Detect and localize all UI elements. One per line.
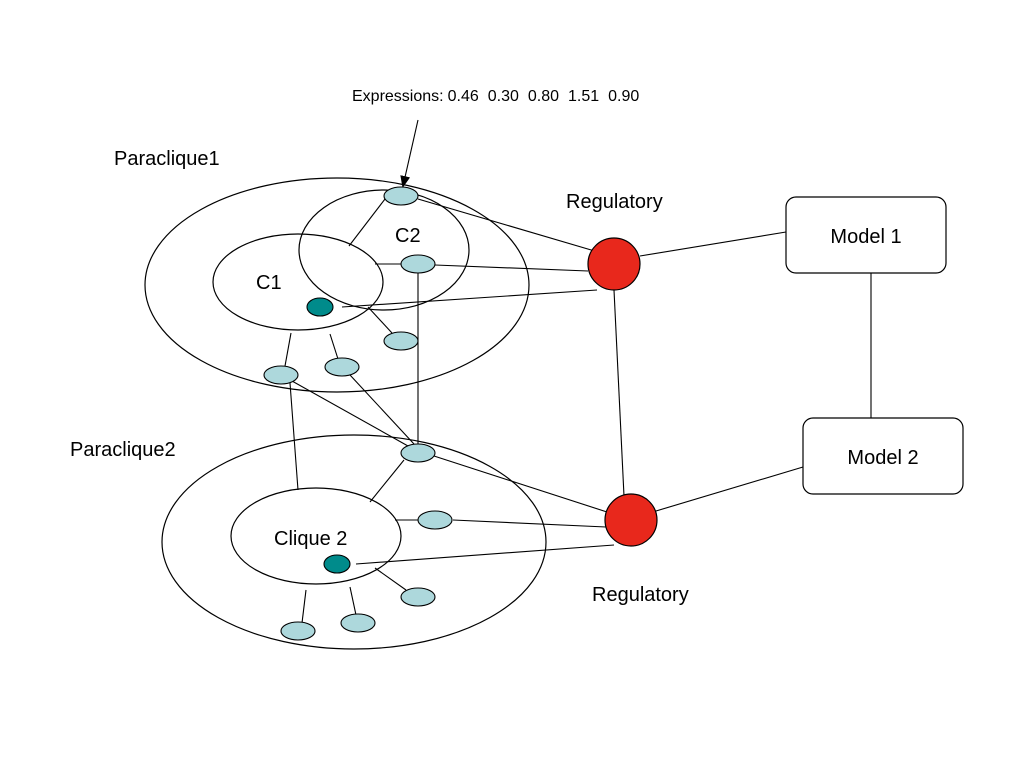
edge: [348, 198, 386, 247]
model1-box: [785, 196, 947, 274]
edge: [329, 333, 339, 360]
regulatory-node-top: [587, 237, 641, 291]
edge: [349, 374, 415, 445]
edge: [369, 459, 405, 503]
clique2-ring: [230, 487, 402, 585]
edge: [349, 586, 357, 616]
edge: [284, 332, 292, 367]
gene-node: [263, 365, 299, 385]
c1-label: C1: [256, 272, 282, 294]
edge: [639, 231, 787, 257]
edge: [452, 519, 607, 528]
gene-node-dark: [306, 297, 334, 317]
gene-node: [383, 186, 419, 206]
edge: [291, 380, 409, 447]
gene-node: [340, 613, 376, 633]
expression-arrow: [400, 119, 419, 188]
paraclique2-ring: [161, 434, 547, 650]
paraclique1-label: Paraclique1: [114, 148, 220, 170]
gene-node: [400, 443, 436, 463]
gene-node: [417, 510, 453, 530]
network-edges: [284, 198, 872, 624]
gene-nodes: [263, 186, 453, 641]
regulatory-node-bottom: [604, 493, 658, 547]
edge: [289, 382, 299, 491]
gene-node: [400, 587, 436, 607]
edge: [434, 264, 589, 272]
edge: [367, 306, 393, 334]
model2-label: Model 2: [847, 447, 918, 469]
regulatory-label-bottom: Regulatory: [592, 584, 689, 606]
model2-box: [802, 417, 964, 495]
model1-label: Model 1: [830, 226, 901, 248]
gene-node: [324, 357, 360, 377]
gene-node: [400, 254, 436, 274]
edge: [355, 544, 615, 565]
gene-node: [280, 621, 316, 641]
edge: [613, 289, 625, 497]
edge: [655, 466, 804, 512]
gene-node-dark: [323, 554, 351, 574]
paraclique1-ring: [144, 177, 530, 393]
edge: [417, 198, 599, 253]
edge: [341, 289, 598, 308]
edge: [433, 455, 608, 513]
regulatory-label-top: Regulatory: [566, 191, 663, 213]
clique2-label: Clique 2: [274, 528, 347, 550]
c2-label: C2: [395, 225, 421, 247]
paraclique2-label: Paraclique2: [70, 439, 176, 461]
edge: [301, 589, 307, 624]
gene-node: [383, 331, 419, 351]
c2-ring: [298, 189, 470, 311]
c1-ring: [212, 233, 384, 331]
edge: [374, 567, 407, 591]
